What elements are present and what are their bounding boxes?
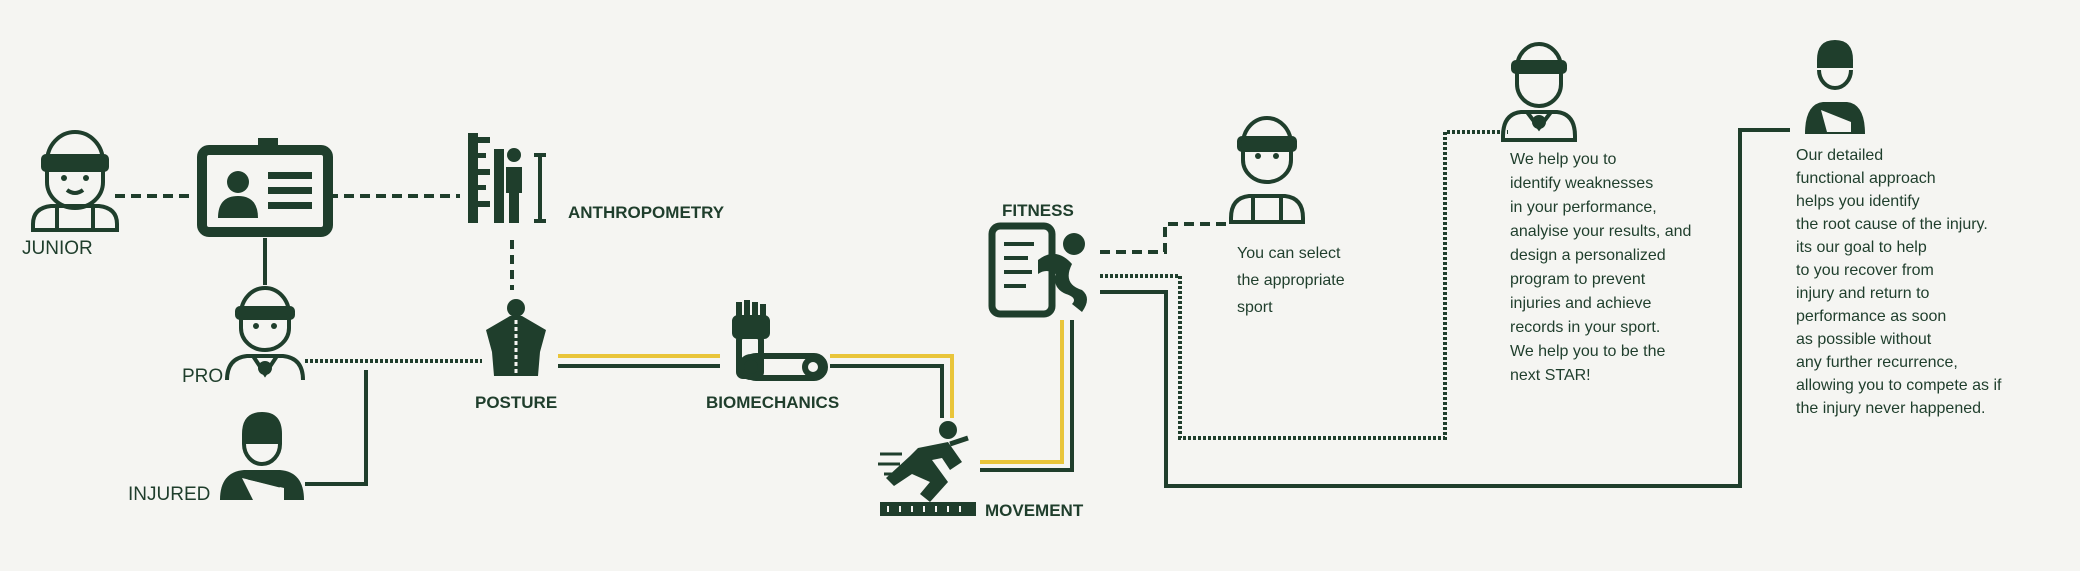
connector-fitness-pro [1100, 130, 1508, 440]
text-line: as possible without [1796, 331, 1932, 348]
anthropometry-icon [468, 133, 546, 223]
text-line: the root cause of the injury. [1796, 216, 1988, 233]
robotic-arm-icon [732, 300, 828, 381]
label-fitness: FITNESS [1002, 201, 1074, 220]
text-line: program to prevent [1510, 271, 1646, 288]
pro-description: We help you to identify weaknesses in yo… [1510, 151, 1691, 384]
label-anthropometry: ANTHROPOMETRY [568, 203, 725, 222]
posture-spine-icon [486, 299, 546, 376]
text-line: next STAR! [1510, 367, 1591, 384]
text-line: We help you to [1510, 151, 1617, 168]
fitness-injured-icon [1805, 40, 1865, 134]
label-pro: PRO [182, 366, 223, 387]
injured-description: Our detailed functional approach helps y… [1796, 147, 2002, 417]
connector-movement-fitness [980, 320, 1064, 464]
junior-description: You can select the appropriate sport [1237, 245, 1345, 316]
connector-biomechanics-movement-2 [830, 364, 944, 418]
text-line: the appropriate [1237, 272, 1345, 289]
text-line: its our goal to help [1796, 239, 1927, 256]
label-movement: MOVEMENT [985, 501, 1084, 520]
text-line: You can select [1237, 245, 1341, 262]
text-line: performance as soon [1796, 308, 1946, 325]
text-line: identify weaknesses [1510, 175, 1653, 192]
connectors [115, 128, 1790, 488]
text-line: in your performance, [1510, 199, 1657, 216]
text-line: sport [1237, 299, 1273, 316]
text-line: helps you identify [1796, 193, 1920, 210]
text-line: allowing you to compete as if [1796, 377, 2002, 394]
text-line: the injury never happened. [1796, 400, 1985, 417]
connector-biomechanics-movement [830, 354, 954, 418]
text-line: functional approach [1796, 170, 1936, 187]
label-junior: JUNIOR [22, 238, 93, 259]
label-posture: POSTURE [475, 393, 557, 412]
text-line: Our detailed [1796, 147, 1883, 164]
fitness-junior-icon [1229, 116, 1305, 224]
pro-avatar-icon [225, 286, 305, 381]
fitness-pro-icon [1501, 42, 1577, 142]
text-line: to you recover from [1796, 262, 1934, 279]
text-line: injury and return to [1796, 285, 1930, 302]
text-line: injuries and achieve [1510, 295, 1652, 312]
text-line: We help you to be the [1510, 343, 1665, 360]
label-biomechanics: BIOMECHANICS [706, 393, 839, 412]
connector-injured-posture [305, 370, 368, 486]
text-line: design a personalized [1510, 247, 1666, 264]
text-line: records in your sport. [1510, 319, 1660, 336]
injured-avatar-icon [220, 412, 304, 502]
text-line: any further recurrence, [1796, 354, 1958, 371]
connector-fitness-junior [1100, 222, 1228, 254]
connector-fitness-injured [1100, 128, 1790, 488]
label-injured: INJURED [128, 484, 210, 505]
connector-movement-fitness-2 [980, 320, 1074, 472]
text-line: analyise your results, and [1510, 223, 1691, 240]
junior-avatar-icon [31, 130, 119, 232]
running-athlete-icon [878, 421, 976, 516]
fitness-document-icon [988, 222, 1087, 318]
id-card-icon [197, 138, 333, 237]
